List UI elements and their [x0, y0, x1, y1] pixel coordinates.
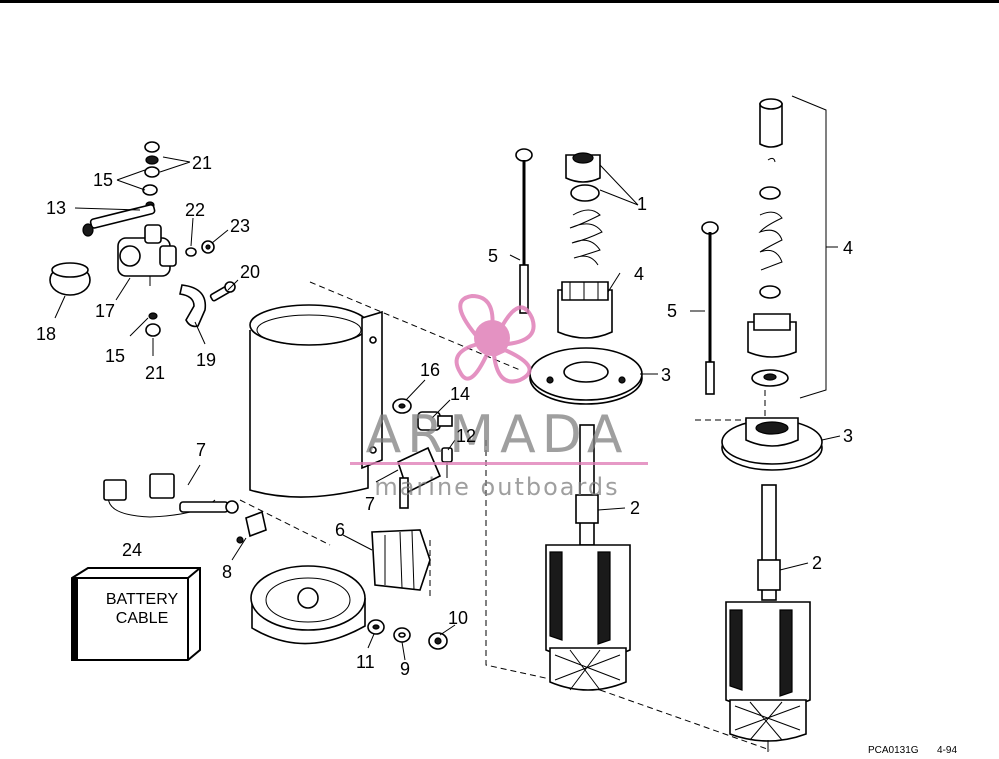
- nut-23: [201, 240, 215, 254]
- callout-9: 9: [400, 659, 410, 679]
- washer-11: [367, 619, 385, 635]
- cover-18: [49, 262, 91, 296]
- nut-10: [428, 632, 448, 650]
- callout-3-left: 3: [661, 365, 671, 385]
- callout-21-upper: 21: [192, 153, 212, 173]
- callout-17: 17: [95, 301, 115, 321]
- drive-parts-1-left: [565, 152, 603, 266]
- brush-lead-7: [103, 473, 239, 518]
- callout-10: 10: [448, 608, 468, 628]
- brush-plate-6: [371, 529, 431, 591]
- callout-24: 24: [122, 540, 142, 560]
- callout-21-lower: 21: [145, 363, 165, 383]
- drive-parts-4-right: [747, 98, 797, 387]
- solenoid-17: [117, 224, 177, 286]
- callout-5-left: 5: [488, 246, 498, 266]
- clip-8: [236, 510, 267, 544]
- armature-2-left: [545, 424, 631, 691]
- brush-holder-7: [397, 446, 442, 509]
- callout-7-middle: 7: [365, 494, 375, 514]
- watermark-subtitle: marine outboards: [374, 473, 619, 501]
- propeller-logo: [454, 293, 536, 384]
- through-bolt-5-right: [701, 221, 719, 395]
- drive-end-bracket-3-right: [721, 417, 823, 471]
- battery-cable-line1: BATTERY: [106, 591, 179, 608]
- armada-watermark: ARMADA marine outboards: [350, 293, 648, 501]
- callout-6: 6: [335, 520, 345, 540]
- callout-4-right: 4: [843, 238, 853, 258]
- callout-3-right: 3: [843, 426, 853, 446]
- callout-14: 14: [450, 384, 470, 404]
- top-border: [0, 0, 999, 3]
- callout-19: 19: [196, 350, 216, 370]
- motor-frame: [249, 304, 383, 498]
- callout-labels: 21 15 13 22 23 20 17 18 15 21 19 16 14 1…: [36, 153, 957, 756]
- solenoid-assembly: [49, 141, 236, 337]
- callout-20: 20: [240, 262, 260, 282]
- callout-16: 16: [420, 360, 440, 380]
- washer-22: [185, 247, 197, 257]
- drive-end-bracket-3-left: [529, 347, 643, 405]
- leader-lines: [54, 156, 841, 661]
- callout-13: 13: [46, 198, 66, 218]
- callout-11: 11: [356, 652, 375, 672]
- callout-22: 22: [185, 200, 205, 220]
- figure-code: PCA0131G: [868, 745, 919, 756]
- callout-15-upper: 15: [93, 170, 113, 190]
- watermark-title: ARMADA: [366, 405, 629, 465]
- pinion-4-left: [557, 281, 613, 339]
- callout-15-lower: 15: [105, 346, 125, 366]
- bolt-13: [82, 203, 156, 237]
- screw-14: [417, 411, 453, 431]
- lower-end-cap: [250, 565, 366, 645]
- screw-20: [209, 281, 236, 302]
- nuts-15-21-lower: [145, 312, 161, 337]
- nuts-21-upper: [142, 141, 160, 209]
- through-bolt-5-left: [515, 148, 533, 314]
- battery-cable-line2: CABLE: [116, 610, 168, 627]
- callout-2-right: 2: [812, 553, 822, 573]
- group-bracket-4: [791, 95, 838, 399]
- callout-7-left: 7: [196, 440, 206, 460]
- callout-5-right: 5: [667, 301, 677, 321]
- battery-cable-box: [71, 567, 201, 661]
- washer-9: [393, 627, 411, 643]
- callout-12: 12: [456, 426, 476, 446]
- armature-2-right: [725, 484, 811, 752]
- washer-16: [392, 398, 412, 414]
- callout-8: 8: [222, 562, 232, 582]
- figure-date: 4-94: [937, 745, 957, 756]
- callout-23: 23: [230, 216, 250, 236]
- callout-2-left: 2: [630, 498, 640, 518]
- callout-18: 18: [36, 324, 56, 344]
- callout-1: 1: [637, 194, 647, 214]
- bracket-19: [179, 284, 207, 328]
- callout-4-left: 4: [634, 264, 644, 284]
